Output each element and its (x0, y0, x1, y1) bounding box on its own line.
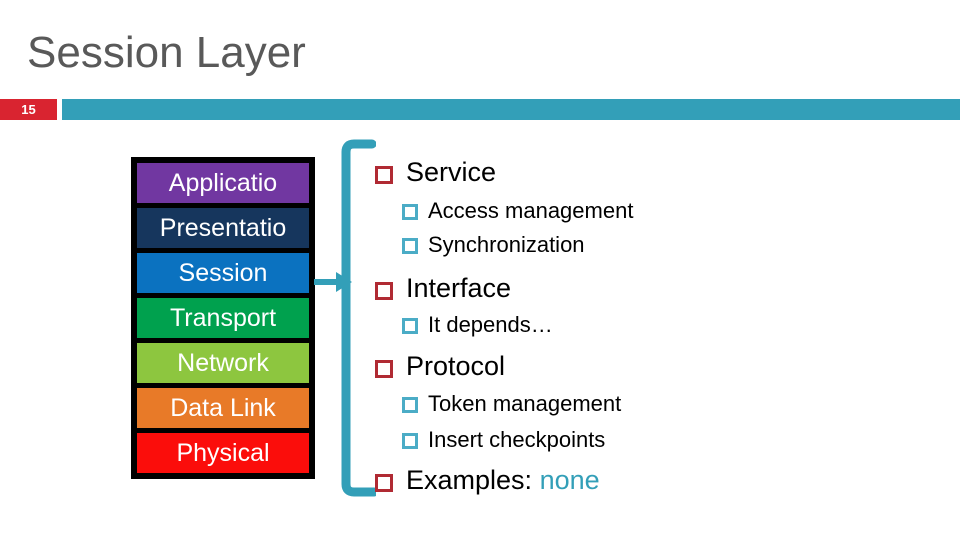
slide-title: Session Layer (27, 28, 306, 77)
bullet-item-examples: Examples: none (375, 465, 600, 496)
bullet-item-synchronization: Synchronization (402, 232, 585, 257)
layer-session: Session (137, 253, 309, 293)
bullet-text: Token management (428, 391, 622, 416)
bullet-text: Protocol (406, 351, 506, 381)
bullet-square-icon (375, 282, 393, 300)
layer-data-link: Data Link (137, 388, 309, 428)
page-number: 15 (21, 102, 36, 117)
bullet-item-service: Service (375, 157, 497, 188)
bullet-square-icon (375, 166, 393, 184)
bullet-item-it-depends: It depends… (402, 312, 553, 337)
bullet-square-icon (402, 433, 418, 449)
bullet-text: Examples: none (406, 465, 600, 496)
bullet-item-token-management: Token management (402, 391, 622, 416)
bullet-square-icon (402, 318, 418, 334)
osi-stack-diagram: Applicatio Presentatio Session Transport… (131, 157, 315, 479)
bullet-square-icon (375, 474, 393, 492)
bullet-item-interface: Interface (375, 273, 512, 304)
bullet-text: Service (406, 157, 497, 187)
bullet-text: Synchronization (428, 232, 585, 257)
layer-network: Network (137, 343, 309, 383)
bullet-text: Interface (406, 273, 512, 303)
bullet-square-icon (402, 204, 418, 220)
page-number-badge: 15 (0, 99, 57, 120)
bullet-item-insert-checkpoints: Insert checkpoints (402, 427, 606, 452)
bullet-square-icon (402, 238, 418, 254)
bullet-text: Insert checkpoints (428, 427, 606, 452)
left-bracket-icon (341, 139, 376, 497)
bullet-item-access-management: Access management (402, 198, 634, 223)
bullet-square-icon (375, 360, 393, 378)
examples-value: none (539, 465, 600, 495)
examples-label: Examples: (406, 465, 540, 495)
bullet-square-icon (402, 397, 418, 413)
layer-physical: Physical (137, 433, 309, 473)
layer-application: Applicatio (137, 163, 309, 203)
bullet-text: Access management (428, 198, 634, 223)
header-divider-bar (62, 99, 960, 120)
layer-transport: Transport (137, 298, 309, 338)
layer-presentation: Presentatio (137, 208, 309, 248)
bullet-text: It depends… (428, 312, 553, 337)
bullet-item-protocol: Protocol (375, 351, 506, 382)
